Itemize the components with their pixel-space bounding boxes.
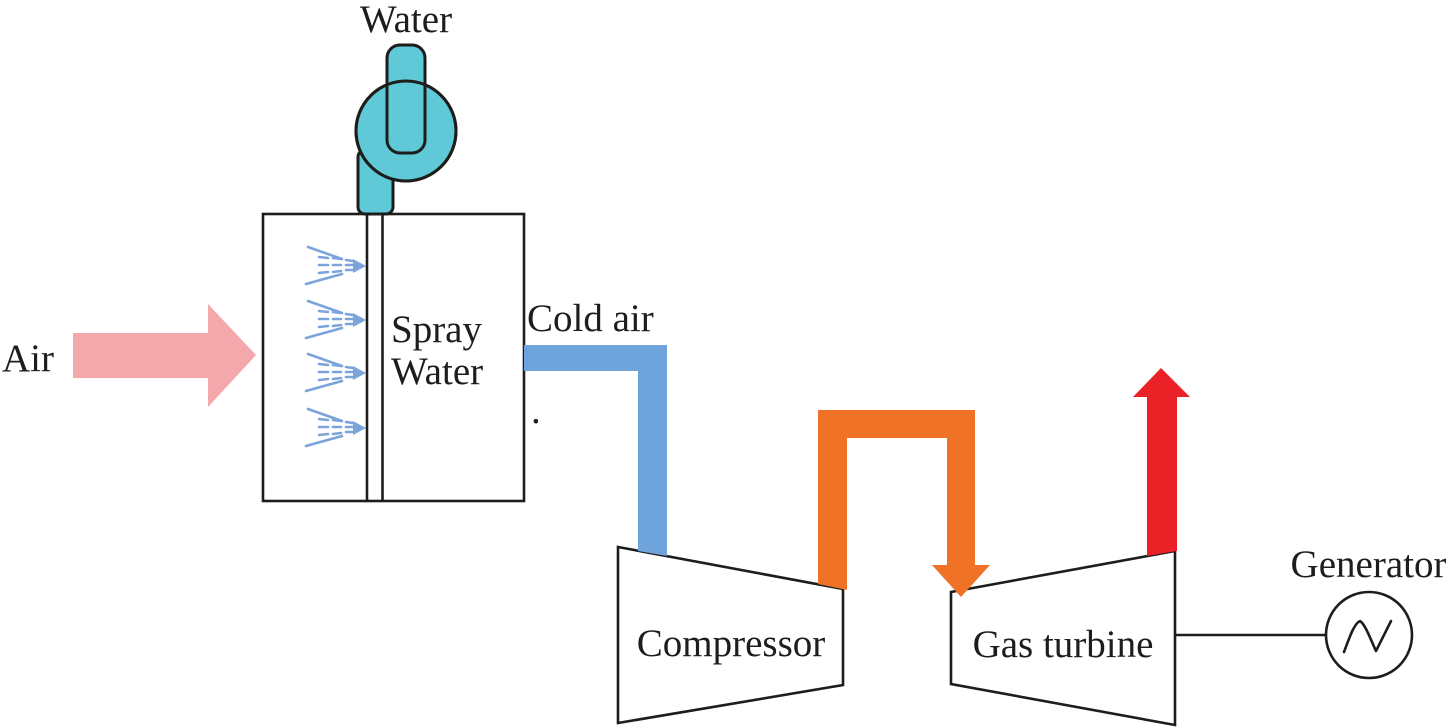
spray-nozzle-icon xyxy=(304,352,368,393)
compressed-air-duct-arrow xyxy=(818,410,990,597)
generator-label: Generator xyxy=(1290,543,1446,586)
cold-air-label: Cold air xyxy=(527,297,654,340)
gas-turbine-label: Gas turbine xyxy=(972,623,1154,666)
compressor-shape xyxy=(616,545,845,725)
gas-turbine-shape xyxy=(949,549,1177,727)
spray-nozzle-icon xyxy=(304,299,368,340)
water-valve-icon xyxy=(354,43,458,216)
spray-water-label: Spray Water xyxy=(391,308,492,393)
stray-dot: . xyxy=(531,389,541,432)
spray-nozzle-icon xyxy=(304,407,368,448)
air-inlet-arrow xyxy=(73,304,256,407)
generator-icon xyxy=(1324,590,1414,680)
spray-nozzle-icon xyxy=(304,245,368,286)
air-label: Air xyxy=(2,337,54,380)
compressor-label: Compressor xyxy=(636,622,826,665)
sine-wave-icon xyxy=(1342,619,1393,654)
cold-air-duct xyxy=(524,345,667,556)
exhaust-arrow xyxy=(1133,368,1190,556)
water-label: Water xyxy=(359,0,453,41)
